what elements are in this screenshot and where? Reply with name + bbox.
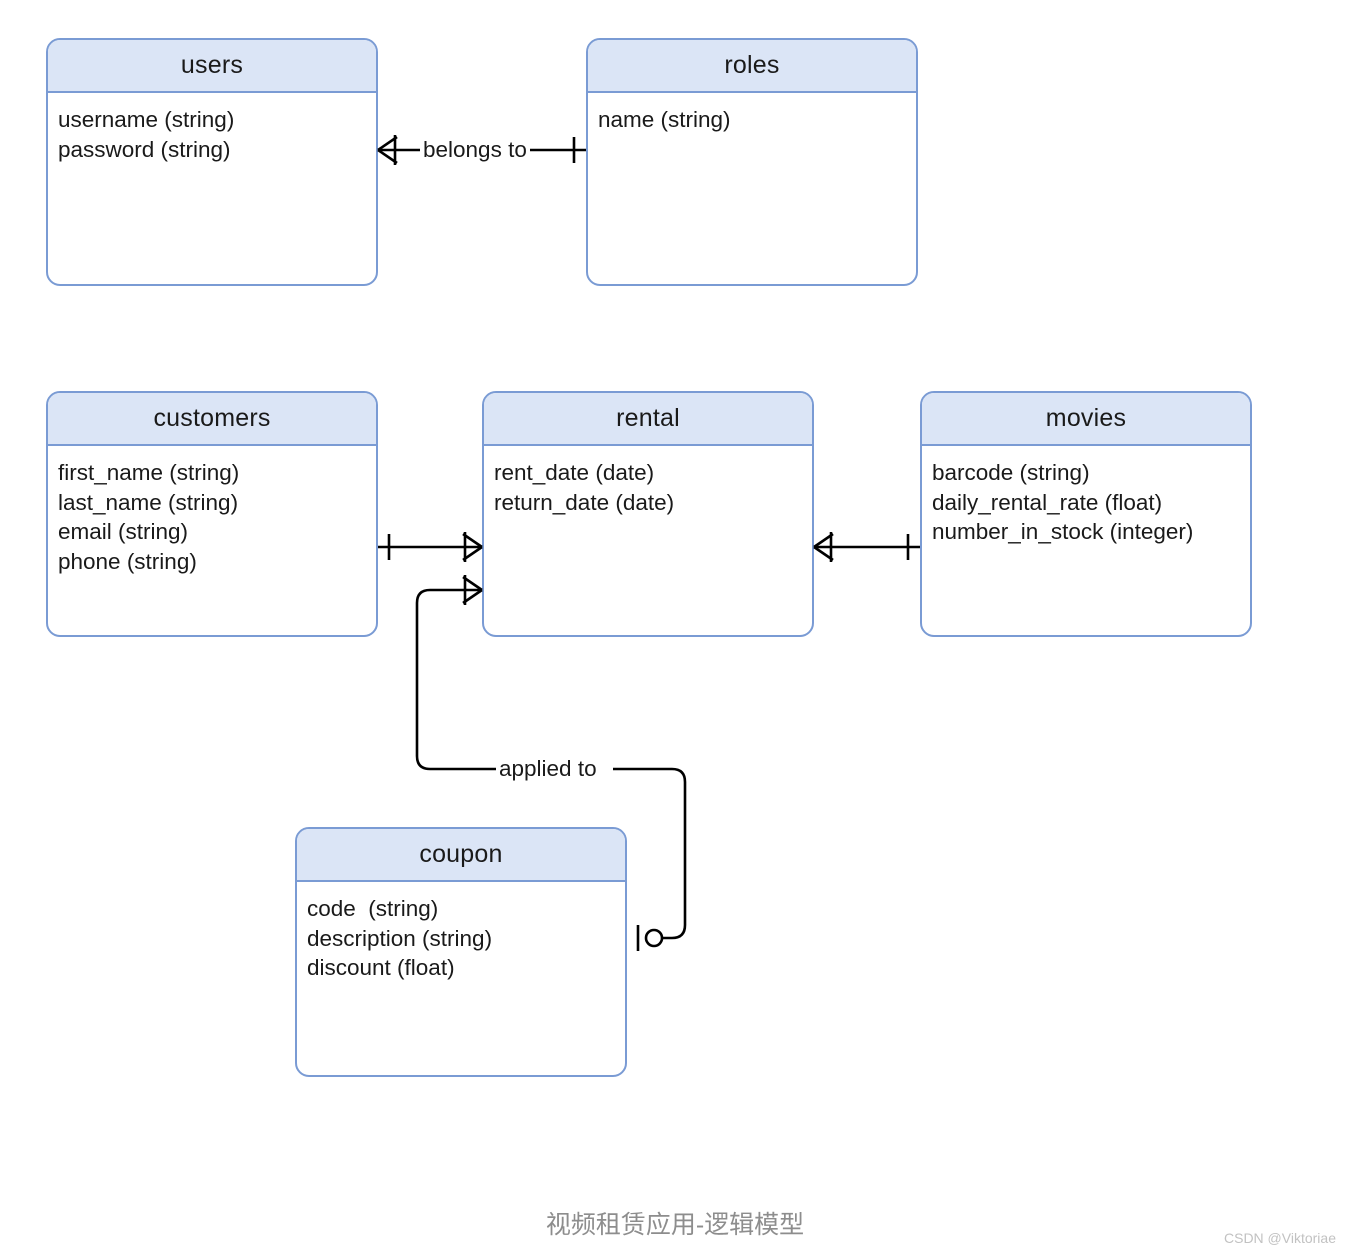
entity-fields: rent_date (date) return_date (date) bbox=[484, 446, 812, 517]
entity-title: customers bbox=[48, 393, 376, 446]
entity-field: description (string) bbox=[307, 925, 493, 951]
entity-field: discount (float) bbox=[307, 955, 455, 980]
entity-customers[interactable]: customers first_name (string) last_name … bbox=[46, 391, 378, 637]
entity-fields: username (string) password (string) bbox=[48, 93, 376, 164]
entity-title: users bbox=[48, 40, 376, 93]
entity-field: code (string) bbox=[307, 896, 439, 921]
entity-fields: first_name (string) last_name (string) e… bbox=[48, 446, 376, 576]
entity-field: barcode (string) bbox=[932, 460, 1090, 485]
relationship-label-belongs-to: belongs to bbox=[420, 137, 530, 163]
crowfoot-many-rental-movies bbox=[813, 532, 834, 562]
entity-field: password (string) bbox=[58, 136, 231, 162]
entity-field: username (string) bbox=[58, 107, 235, 132]
entity-field: return_date (date) bbox=[494, 489, 675, 515]
entity-field: daily_rental_rate (float) bbox=[932, 489, 1163, 515]
entity-users[interactable]: users username (string) password (string… bbox=[46, 38, 378, 286]
crowfoot-many-users bbox=[377, 135, 398, 165]
entity-title: roles bbox=[588, 40, 916, 93]
entity-coupon[interactable]: coupon code (string) description (string… bbox=[295, 827, 627, 1077]
relationship-customers-rental bbox=[378, 532, 483, 562]
entity-field: phone (string) bbox=[58, 548, 197, 574]
crowfoot-many-rental-coupon bbox=[462, 575, 483, 605]
watermark: CSDN @Viktoriae bbox=[1224, 1230, 1336, 1246]
diagram-caption: 视频租赁应用-逻辑模型 bbox=[545, 1211, 805, 1239]
marker-zero-or-one-coupon bbox=[636, 925, 664, 951]
crowfoot-many-rental-customers bbox=[462, 532, 483, 562]
entity-title: movies bbox=[922, 393, 1250, 446]
entity-title: coupon bbox=[297, 829, 625, 882]
relationship-rental-movies bbox=[813, 532, 920, 562]
entity-field: name (string) bbox=[598, 107, 731, 132]
entity-movies[interactable]: movies barcode (string) daily_rental_rat… bbox=[920, 391, 1252, 637]
entity-fields: barcode (string) daily_rental_rate (floa… bbox=[922, 446, 1250, 547]
entity-field: rent_date (date) bbox=[494, 460, 655, 485]
entity-fields: code (string) description (string) disco… bbox=[297, 882, 625, 983]
entity-roles[interactable]: roles name (string) bbox=[586, 38, 918, 286]
entity-title: rental bbox=[484, 393, 812, 446]
relationship-label-applied-to: applied to bbox=[496, 756, 600, 782]
entity-field: last_name (string) bbox=[58, 489, 239, 515]
entity-field: first_name (string) bbox=[58, 460, 240, 485]
entity-fields: name (string) bbox=[588, 93, 916, 135]
entity-field: number_in_stock (integer) bbox=[932, 519, 1194, 544]
entity-rental[interactable]: rental rent_date (date) return_date (dat… bbox=[482, 391, 814, 637]
entity-field: email (string) bbox=[58, 519, 189, 544]
